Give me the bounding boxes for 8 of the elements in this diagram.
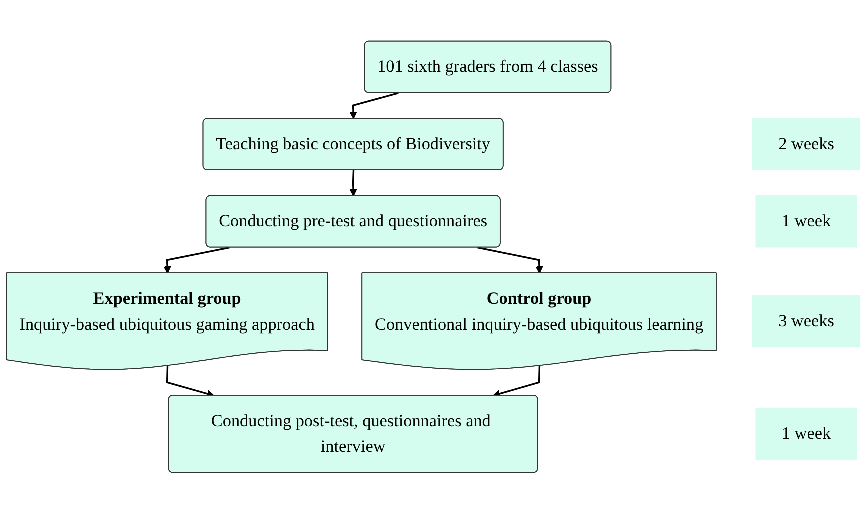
node-box: 3 weeks xyxy=(752,295,861,348)
arrow xyxy=(164,246,230,274)
node-box: 1 week xyxy=(756,408,858,460)
arrow xyxy=(478,246,544,274)
arrow xyxy=(350,170,358,197)
arrow xyxy=(350,92,399,120)
node-box: 2 weeks xyxy=(752,118,861,171)
node-box: 1 week xyxy=(756,195,858,248)
